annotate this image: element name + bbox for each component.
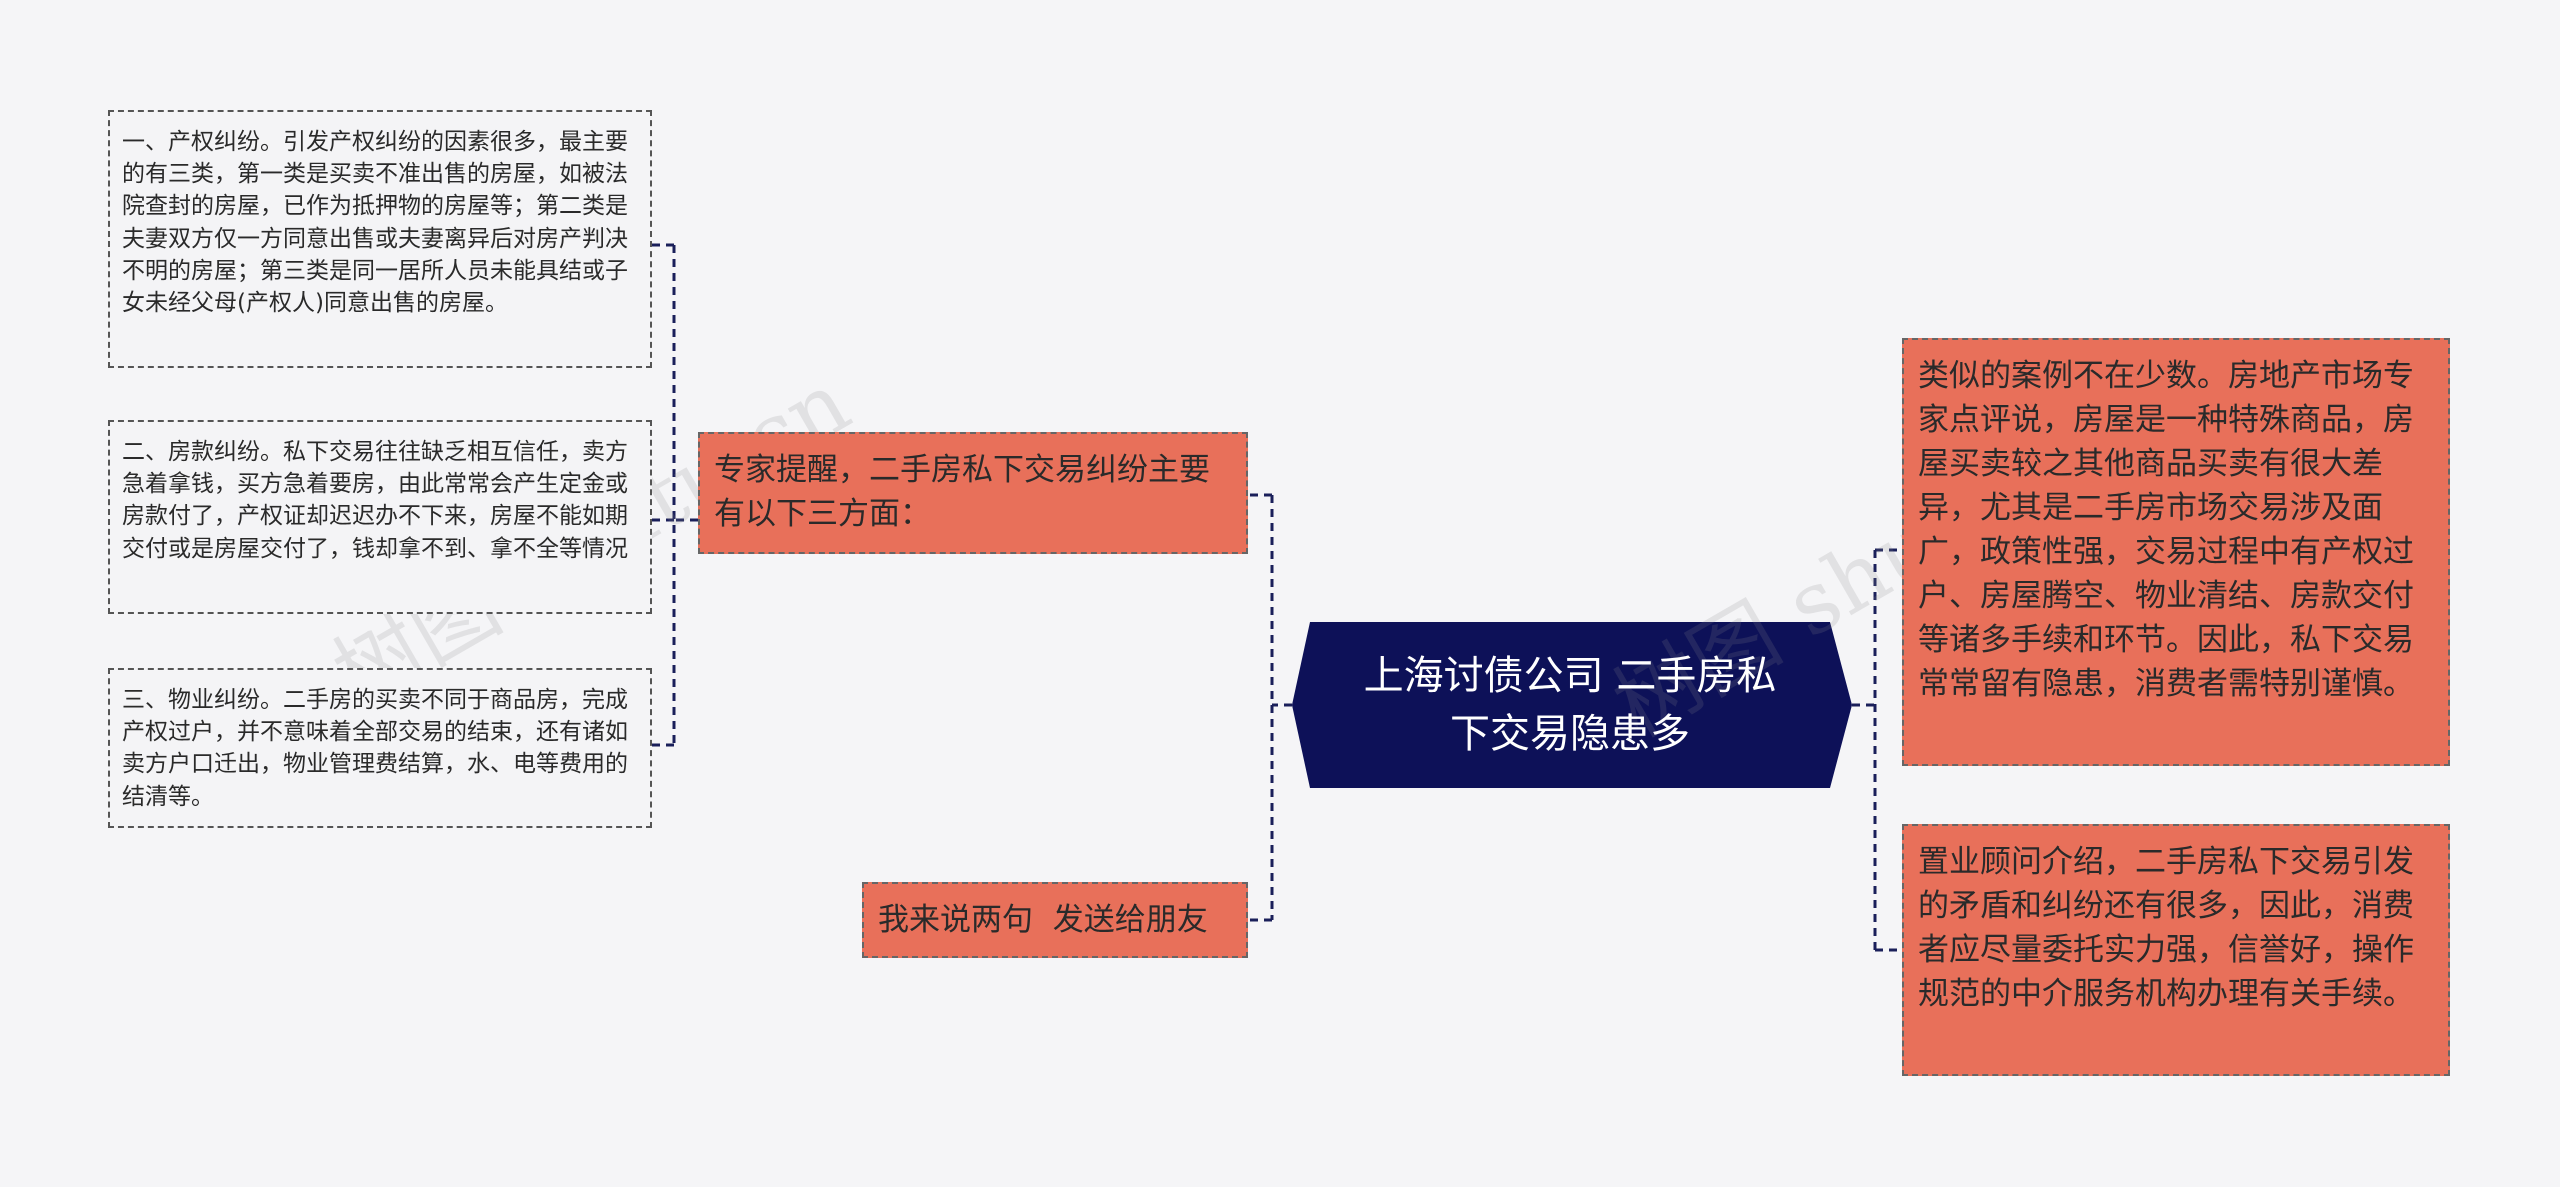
- branch-consultant-advice[interactable]: 置业顾问介绍，二手房私下交易引发的矛盾和纠纷还有很多，因此，消费者应尽量委托实力…: [1902, 824, 2450, 1076]
- branch-similar-cases[interactable]: 类似的案例不在少数。房地产市场专家点评说，房屋是一种特殊商品，房屋买卖较之其他商…: [1902, 338, 2450, 766]
- leaf-payment-dispute[interactable]: 二、房款纠纷。私下交易往往缺乏相互信任，卖方急着拿钱，买方急着要房，由此常常会产…: [108, 420, 652, 614]
- branch-comment-share[interactable]: 我来说两句 发送给朋友: [862, 882, 1248, 958]
- branch-expert-tip[interactable]: 专家提醒，二手房私下交易纠纷主要有以下三方面：: [698, 432, 1248, 554]
- leaf-property-dispute[interactable]: 一、产权纠纷。引发产权纠纷的因素很多，最主要的有三类，第一类是买卖不准出售的房屋…: [108, 110, 652, 368]
- leaf-property-management-dispute[interactable]: 三、物业纠纷。二手房的买卖不同于商品房，完成产权过户，并不意味着全部交易的结束，…: [108, 668, 652, 828]
- center-node-title[interactable]: 上海讨债公司 二手房私下交易隐患多: [1363, 653, 1777, 757]
- center-node-shape: [1292, 622, 1852, 788]
